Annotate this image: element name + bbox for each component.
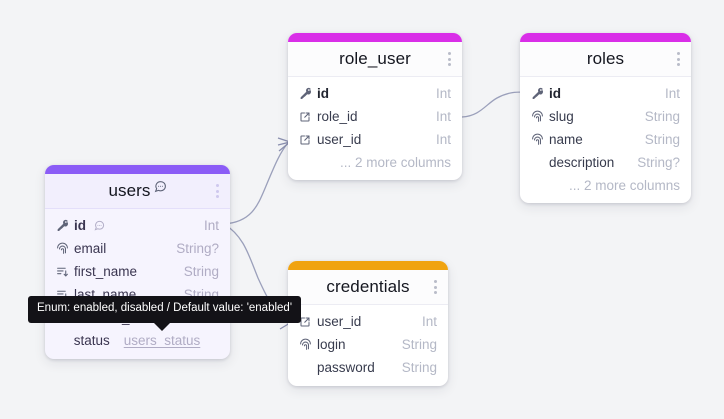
key-icon bbox=[530, 87, 544, 101]
field-type: String bbox=[183, 264, 219, 279]
table-header-bar bbox=[45, 165, 230, 174]
table-header-bar bbox=[520, 33, 691, 42]
field-name: slug bbox=[549, 109, 574, 124]
table-card-credentials[interactable]: credentials user_id Int bbox=[288, 261, 448, 386]
field-type: String bbox=[644, 109, 680, 124]
tooltip-text: Enum: enabled, disabled / Default value:… bbox=[37, 302, 293, 314]
table-fields: id Int role_id Int bbox=[288, 77, 462, 180]
tooltip-arrow bbox=[153, 321, 171, 331]
field-tooltip: Enum: enabled, disabled / Default value:… bbox=[28, 296, 302, 331]
index-icon bbox=[55, 265, 69, 279]
table-header[interactable]: users bbox=[45, 174, 230, 209]
table-header-bar bbox=[288, 261, 448, 270]
table-card-role-user[interactable]: role_user id Int bbox=[288, 33, 462, 180]
field-row-slug[interactable]: slug String bbox=[520, 105, 691, 128]
unique-icon bbox=[55, 242, 69, 256]
field-name: email bbox=[74, 241, 107, 256]
field-name: status bbox=[73, 333, 110, 348]
field-name: role_id bbox=[317, 109, 358, 124]
table-card-roles[interactable]: roles id Int slug bbox=[520, 33, 691, 203]
field-type: Int bbox=[203, 218, 219, 233]
key-icon bbox=[55, 219, 69, 233]
table-header-bar bbox=[288, 33, 462, 42]
field-type: String bbox=[401, 360, 437, 375]
table-header[interactable]: role_user bbox=[288, 42, 462, 77]
field-type: Int bbox=[664, 86, 680, 101]
field-name: user_id bbox=[317, 132, 362, 147]
no-icon bbox=[298, 361, 312, 375]
table-fields: user_id Int login String password String bbox=[288, 305, 448, 386]
foreign-key-icon bbox=[298, 110, 312, 124]
field-name: id bbox=[317, 86, 329, 101]
field-type: String? bbox=[637, 155, 680, 170]
field-row-role-id[interactable]: role_id Int bbox=[288, 105, 462, 128]
table-header[interactable]: credentials bbox=[288, 270, 448, 305]
field-type: Int bbox=[435, 132, 451, 147]
unique-icon bbox=[298, 338, 312, 352]
relation-roleuser-roles bbox=[461, 91, 526, 118]
field-name: login bbox=[317, 337, 346, 352]
field-type: String bbox=[401, 337, 437, 352]
key-icon bbox=[298, 87, 312, 101]
foreign-key-icon bbox=[298, 133, 312, 147]
field-type: Int bbox=[421, 314, 437, 329]
table-header[interactable]: roles bbox=[520, 42, 691, 77]
field-row-status[interactable]: status users_status bbox=[45, 329, 230, 352]
field-type: Int bbox=[435, 86, 451, 101]
table-title: users bbox=[108, 180, 167, 201]
unique-icon bbox=[530, 133, 544, 147]
comment-bubble-icon[interactable] bbox=[94, 220, 105, 231]
field-row-password[interactable]: password String bbox=[288, 356, 448, 379]
unique-icon bbox=[530, 110, 544, 124]
field-row-description[interactable]: description String? bbox=[520, 151, 691, 174]
more-options-icon[interactable] bbox=[677, 52, 680, 66]
field-name: first_name bbox=[74, 264, 138, 279]
field-name: id bbox=[549, 86, 561, 101]
table-title: roles bbox=[586, 49, 625, 68]
field-type: String bbox=[644, 132, 680, 147]
field-name: description bbox=[549, 155, 615, 170]
table-fields: id Int emai bbox=[45, 209, 230, 359]
field-name: user_id bbox=[317, 314, 362, 329]
more-options-icon[interactable] bbox=[434, 280, 437, 294]
more-columns-label[interactable]: ... 2 more columns bbox=[339, 155, 451, 170]
field-type: Int bbox=[435, 109, 451, 124]
field-row-login[interactable]: login String bbox=[288, 333, 448, 356]
field-row-user-id[interactable]: user_id Int bbox=[288, 128, 462, 151]
more-columns-label[interactable]: ... 2 more columns bbox=[568, 178, 680, 193]
field-name: id bbox=[74, 218, 86, 233]
field-type: String? bbox=[176, 241, 219, 256]
table-title: credentials bbox=[326, 277, 410, 296]
relation-users-roleuser bbox=[223, 142, 289, 225]
field-row-user-id[interactable]: user_id Int bbox=[288, 310, 448, 333]
field-row-id[interactable]: id Int bbox=[288, 82, 462, 105]
field-row-id[interactable]: id Int bbox=[45, 214, 230, 237]
more-options-icon[interactable] bbox=[448, 52, 451, 66]
table-title-text: users bbox=[108, 181, 151, 200]
more-options-icon[interactable] bbox=[216, 184, 219, 198]
table-title: role_user bbox=[339, 49, 411, 68]
field-type-enum-link[interactable]: users_status bbox=[123, 333, 201, 348]
foreign-key-icon bbox=[298, 315, 312, 329]
field-row-first-name[interactable]: first_name String bbox=[45, 260, 230, 283]
field-row-id[interactable]: id Int bbox=[520, 82, 691, 105]
no-icon bbox=[530, 156, 544, 170]
table-fields: id Int slug String bbox=[520, 77, 691, 203]
field-name: name bbox=[549, 132, 583, 147]
field-row-name[interactable]: name String bbox=[520, 128, 691, 151]
field-name: password bbox=[317, 360, 375, 375]
field-row-email[interactable]: email String? bbox=[45, 237, 230, 260]
comment-bubble-icon[interactable] bbox=[154, 180, 167, 193]
table-card-users[interactable]: users id bbox=[45, 165, 230, 359]
